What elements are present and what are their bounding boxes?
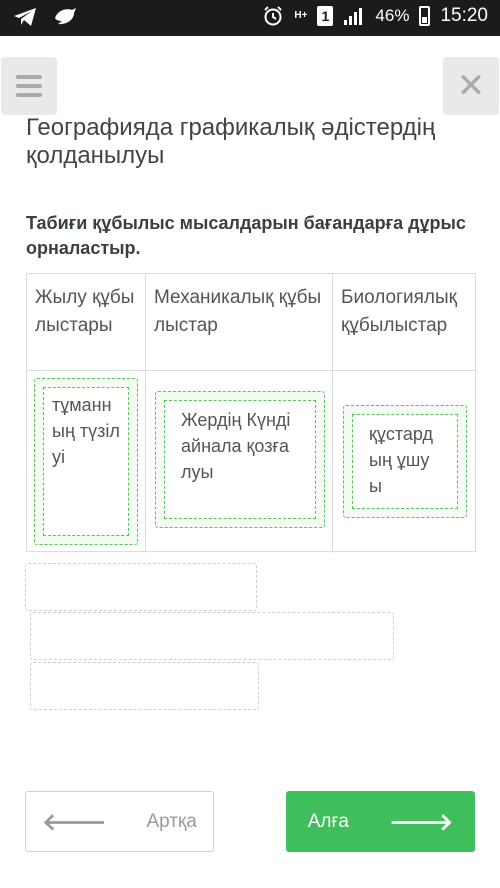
card-label: тұманның түзілуі [43, 387, 129, 536]
telegram-icon [14, 8, 36, 26]
back-button[interactable]: 🡐 Артқа [25, 791, 214, 852]
empty-card-slot[interactable] [30, 612, 394, 660]
draggable-card[interactable]: тұманның түзілуі [34, 378, 138, 545]
drop-zone-thermal[interactable]: тұманның түзілуі [27, 371, 145, 553]
network-type: H+ [294, 10, 308, 21]
close-button[interactable]: ✕ [443, 57, 499, 115]
empty-card-slot[interactable] [30, 662, 259, 710]
drop-zone-mechanical[interactable]: Жердің Күнді айнала қозғалуы [146, 371, 332, 553]
next-button[interactable]: Алға 🡒 [286, 791, 475, 852]
back-button-label: Артқа [146, 810, 197, 832]
page-title: Географияда графикалық әдістердің қолдан… [26, 114, 436, 169]
status-bar: H+ 1 46% 15:20 [0, 0, 500, 36]
menu-icon [16, 75, 42, 79]
column-header: Биологиялық құбылыстар [333, 274, 477, 371]
alarm-icon [264, 6, 283, 26]
column-thermal: Жылу құбылыстары тұманның түзілуі [27, 274, 146, 553]
battery-percent: 46% [375, 6, 410, 25]
draggable-card[interactable]: Жердің Күнді айнала қозғалуы [155, 391, 325, 528]
column-header: Жылу құбылыстары [27, 274, 145, 371]
empty-card-slot[interactable] [25, 563, 257, 611]
column-mechanical: Механикалық құбылыстар Жердің Күнді айна… [146, 274, 333, 553]
bird-icon [55, 8, 76, 25]
card-label: құстардың ұшуы [352, 414, 458, 509]
system-icons: H+ 1 46% 15:20 [262, 5, 488, 27]
instruction-text: Табиғи құбылыс мысалдарын бағандарға дұр… [26, 213, 466, 258]
drag-drop-table: Жылу құбылыстары тұманның түзілуі Механи… [26, 273, 477, 553]
battery-icon [419, 6, 431, 26]
notification-icons [12, 6, 78, 28]
next-button-label: Алға [307, 810, 349, 832]
arrow-left-icon: 🡐 [42, 808, 107, 836]
sim-indicator: 1 [317, 6, 334, 26]
draggable-card[interactable]: құстардың ұшуы [343, 405, 467, 518]
arrow-right-icon: 🡒 [388, 808, 454, 836]
clock: 15:20 [440, 5, 488, 26]
menu-button[interactable] [1, 57, 57, 115]
drop-zone-biological[interactable]: құстардың ұшуы [333, 371, 477, 553]
close-icon: ✕ [456, 67, 486, 105]
card-label: Жердің Күнді айнала қозғалуы [164, 400, 316, 519]
column-biological: Биологиялық құбылыстар құстардың ұшуы [333, 274, 477, 553]
signal-icon [344, 8, 363, 25]
column-header: Механикалық құбылыстар [146, 274, 332, 371]
